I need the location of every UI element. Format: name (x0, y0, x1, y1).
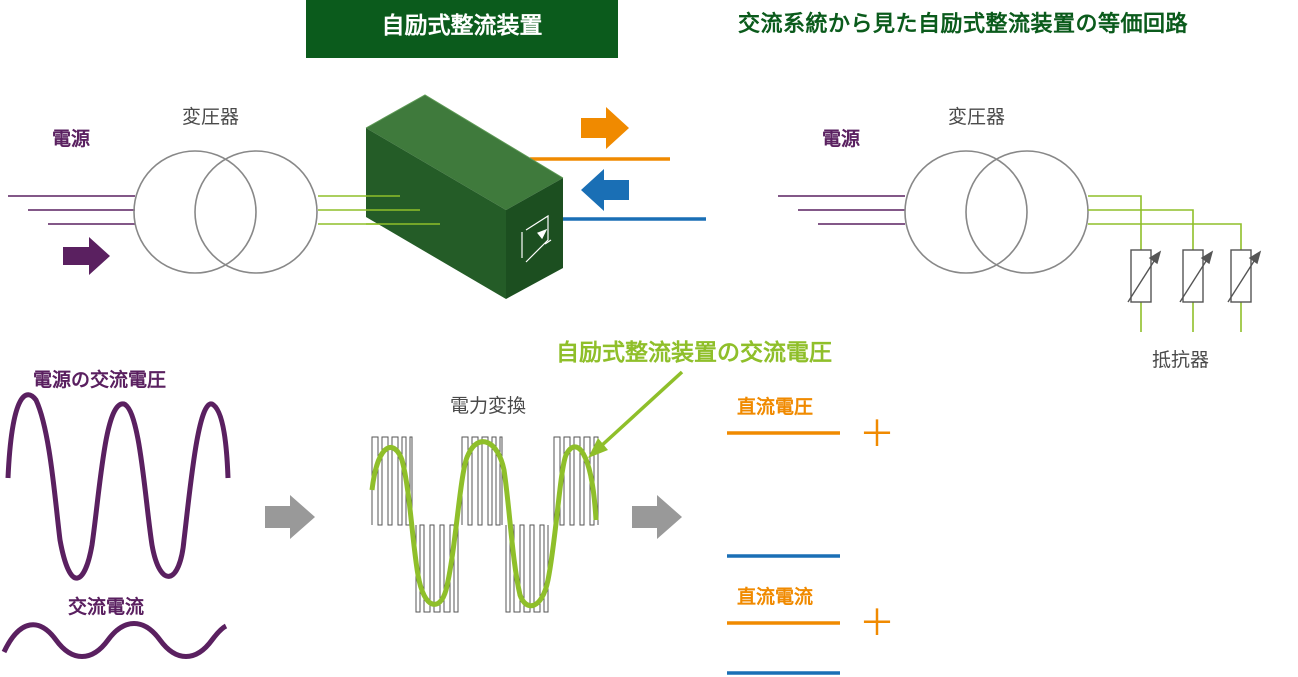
eq-transformer (904, 150, 1089, 274)
ac-current-wave (1, 621, 228, 659)
rectifier-box (365, 94, 564, 299)
eq-transformer-label: 変圧器 (948, 106, 1006, 128)
pointer-arrow-icon (588, 438, 608, 458)
source-lines (8, 195, 135, 225)
eq-source-label: 電源 (822, 128, 861, 150)
rectifier-ac-wave (369, 439, 599, 609)
eq-source-lines (778, 195, 905, 225)
equivalent-circuit-title: 交流系統から見た自励式整流装置の等価回路 (738, 12, 1189, 37)
transformer-label: 変圧器 (182, 106, 240, 128)
header-box (306, 0, 618, 58)
rectifier-ac-voltage-label: 自励式整流装置の交流電圧 (556, 340, 832, 366)
eq-secondary-lines (1088, 195, 1242, 332)
gray-arrow-icon-2 (632, 495, 682, 539)
igbt-symbol-icon (521, 214, 552, 263)
right-arrow-icon (63, 237, 110, 275)
left-arrow-icon-blue (581, 169, 629, 211)
source-voltage-wave (5, 392, 231, 581)
ac-current-label: 交流電流 (68, 596, 145, 618)
source-voltage-label: 電源の交流電圧 (33, 369, 167, 391)
source-label: 電源 (52, 128, 91, 150)
resistor-label: 抵抗器 (1152, 349, 1210, 371)
power-conversion-label: 電力変換 (450, 395, 527, 417)
dc-voltage-plus: ＋ (859, 414, 896, 455)
transformer (133, 150, 318, 274)
header-title: 自励式整流装置 (381, 13, 543, 39)
dc-current-plus: ＋ (859, 603, 896, 644)
right-arrow-icon-orange (581, 107, 629, 149)
dc-current-label: 直流電流 (737, 586, 814, 608)
dc-voltage-label: 直流電圧 (737, 396, 814, 418)
gray-arrow-icon (265, 495, 315, 539)
